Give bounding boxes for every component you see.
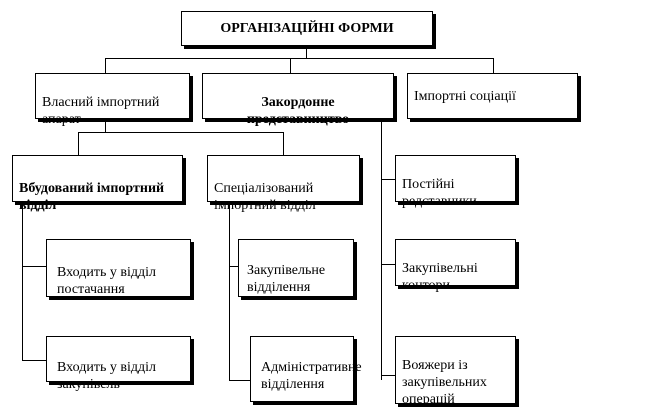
purchasing-department-label: Входить у відділ закупівель [57, 360, 156, 392]
connector-to-travelers [381, 375, 395, 376]
connector-to-built-in [78, 132, 79, 155]
purchasing-contors-label: Закупівельні контори [402, 261, 478, 293]
supply-department-label: Входить у відділ постачання [57, 265, 156, 297]
connector-to-import-associations [493, 58, 494, 73]
connector-to-contors [381, 264, 395, 265]
purchasing-office-label: Закупівельне відділення [247, 263, 326, 295]
administrative-office-box: Адміністративне відділення [250, 336, 362, 402]
specialized-department-box: Спеціалізований імпортний відділ [207, 155, 360, 213]
connector-foreign-trunk [381, 119, 382, 380]
connector-built-in-trunk [22, 202, 23, 360]
own-import-apparatus-label: Власний імпортний апарат [42, 95, 160, 127]
purchasing-department-box: Входить у відділ закупівель [46, 336, 191, 392]
administrative-office-label: Адміністративне відділення [261, 360, 362, 392]
connector-to-supply [22, 266, 46, 267]
connector-specialized-trunk [229, 202, 230, 380]
built-in-department-box: Вбудований імпортний відділ [12, 155, 183, 213]
connector-to-own-apparatus [105, 58, 106, 73]
connector-to-permanent [381, 179, 395, 180]
title-text: ОРГАНІЗАЦІЙНІ ФОРМИ [220, 21, 394, 36]
connector-own-branch-bus [78, 132, 283, 133]
foreign-office-box: Закордонне представництво [202, 73, 394, 127]
built-in-department-label: Вбудований імпортний відділ [19, 181, 165, 213]
own-import-apparatus-box: Власний імпортний апарат [35, 73, 190, 127]
import-associations-box: Імпортні соціації [407, 73, 578, 119]
connector-to-purchasing [22, 360, 46, 361]
connector-title-down [306, 46, 307, 58]
specialized-department-label: Спеціалізований імпортний відділ [214, 181, 316, 213]
supply-department-box: Входить у відділ постачання [46, 239, 191, 297]
permanent-representatives-box: Постійні редставники [395, 155, 516, 209]
purchasing-office-box: Закупівельне відділення [238, 239, 354, 297]
purchasing-travelers-label: Вояжери із закупівельних операцій [402, 358, 487, 407]
title-box: ОРГАНІЗАЦІЙНІ ФОРМИ [181, 11, 433, 46]
purchasing-travelers-box: Вояжери із закупівельних операцій [395, 336, 516, 407]
connector-to-specialized [283, 132, 284, 155]
permanent-representatives-label: Постійні редставники [402, 177, 477, 209]
connector-own-apparatus-down [105, 119, 106, 132]
connector-level1-bus [105, 58, 493, 59]
import-associations-label: Імпортні соціації [414, 88, 516, 104]
connector-to-purchasing-office [229, 266, 238, 267]
connector-to-foreign-office [290, 58, 291, 73]
foreign-office-label: Закордонне представництво [246, 95, 350, 127]
connector-to-admin-office [229, 380, 250, 381]
purchasing-contors-box: Закупівельні контори [395, 239, 516, 293]
